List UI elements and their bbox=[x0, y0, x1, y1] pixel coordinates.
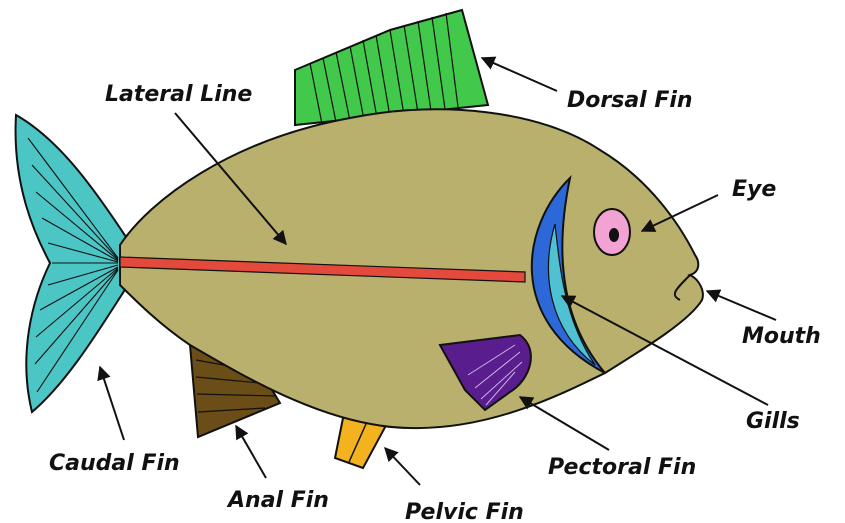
label-anal-fin: Anal Fin bbox=[226, 488, 329, 513]
arrow-caudal-fin bbox=[100, 367, 124, 440]
arrow-pectoral-fin bbox=[520, 397, 609, 450]
eye-pupil bbox=[609, 228, 619, 242]
label-pelvic-fin: Pelvic Fin bbox=[405, 500, 524, 523]
caudal-fin bbox=[16, 115, 128, 412]
label-lateral-line: Lateral Line bbox=[105, 82, 252, 107]
arrow-anal-fin bbox=[236, 426, 266, 478]
label-caudal-fin: Caudal Fin bbox=[49, 451, 180, 476]
label-gills: Gills bbox=[746, 409, 800, 434]
label-pectoral-fin: Pectoral Fin bbox=[548, 455, 696, 480]
label-mouth: Mouth bbox=[742, 324, 821, 349]
dorsal-fin bbox=[295, 10, 488, 125]
dorsal-fin-shape bbox=[295, 10, 488, 125]
label-eye: Eye bbox=[732, 177, 776, 202]
arrow-pelvic-fin bbox=[385, 448, 420, 485]
eye bbox=[594, 209, 630, 255]
arrow-mouth bbox=[707, 291, 776, 320]
label-dorsal-fin: Dorsal Fin bbox=[567, 88, 693, 113]
arrow-dorsal-fin bbox=[482, 58, 557, 91]
